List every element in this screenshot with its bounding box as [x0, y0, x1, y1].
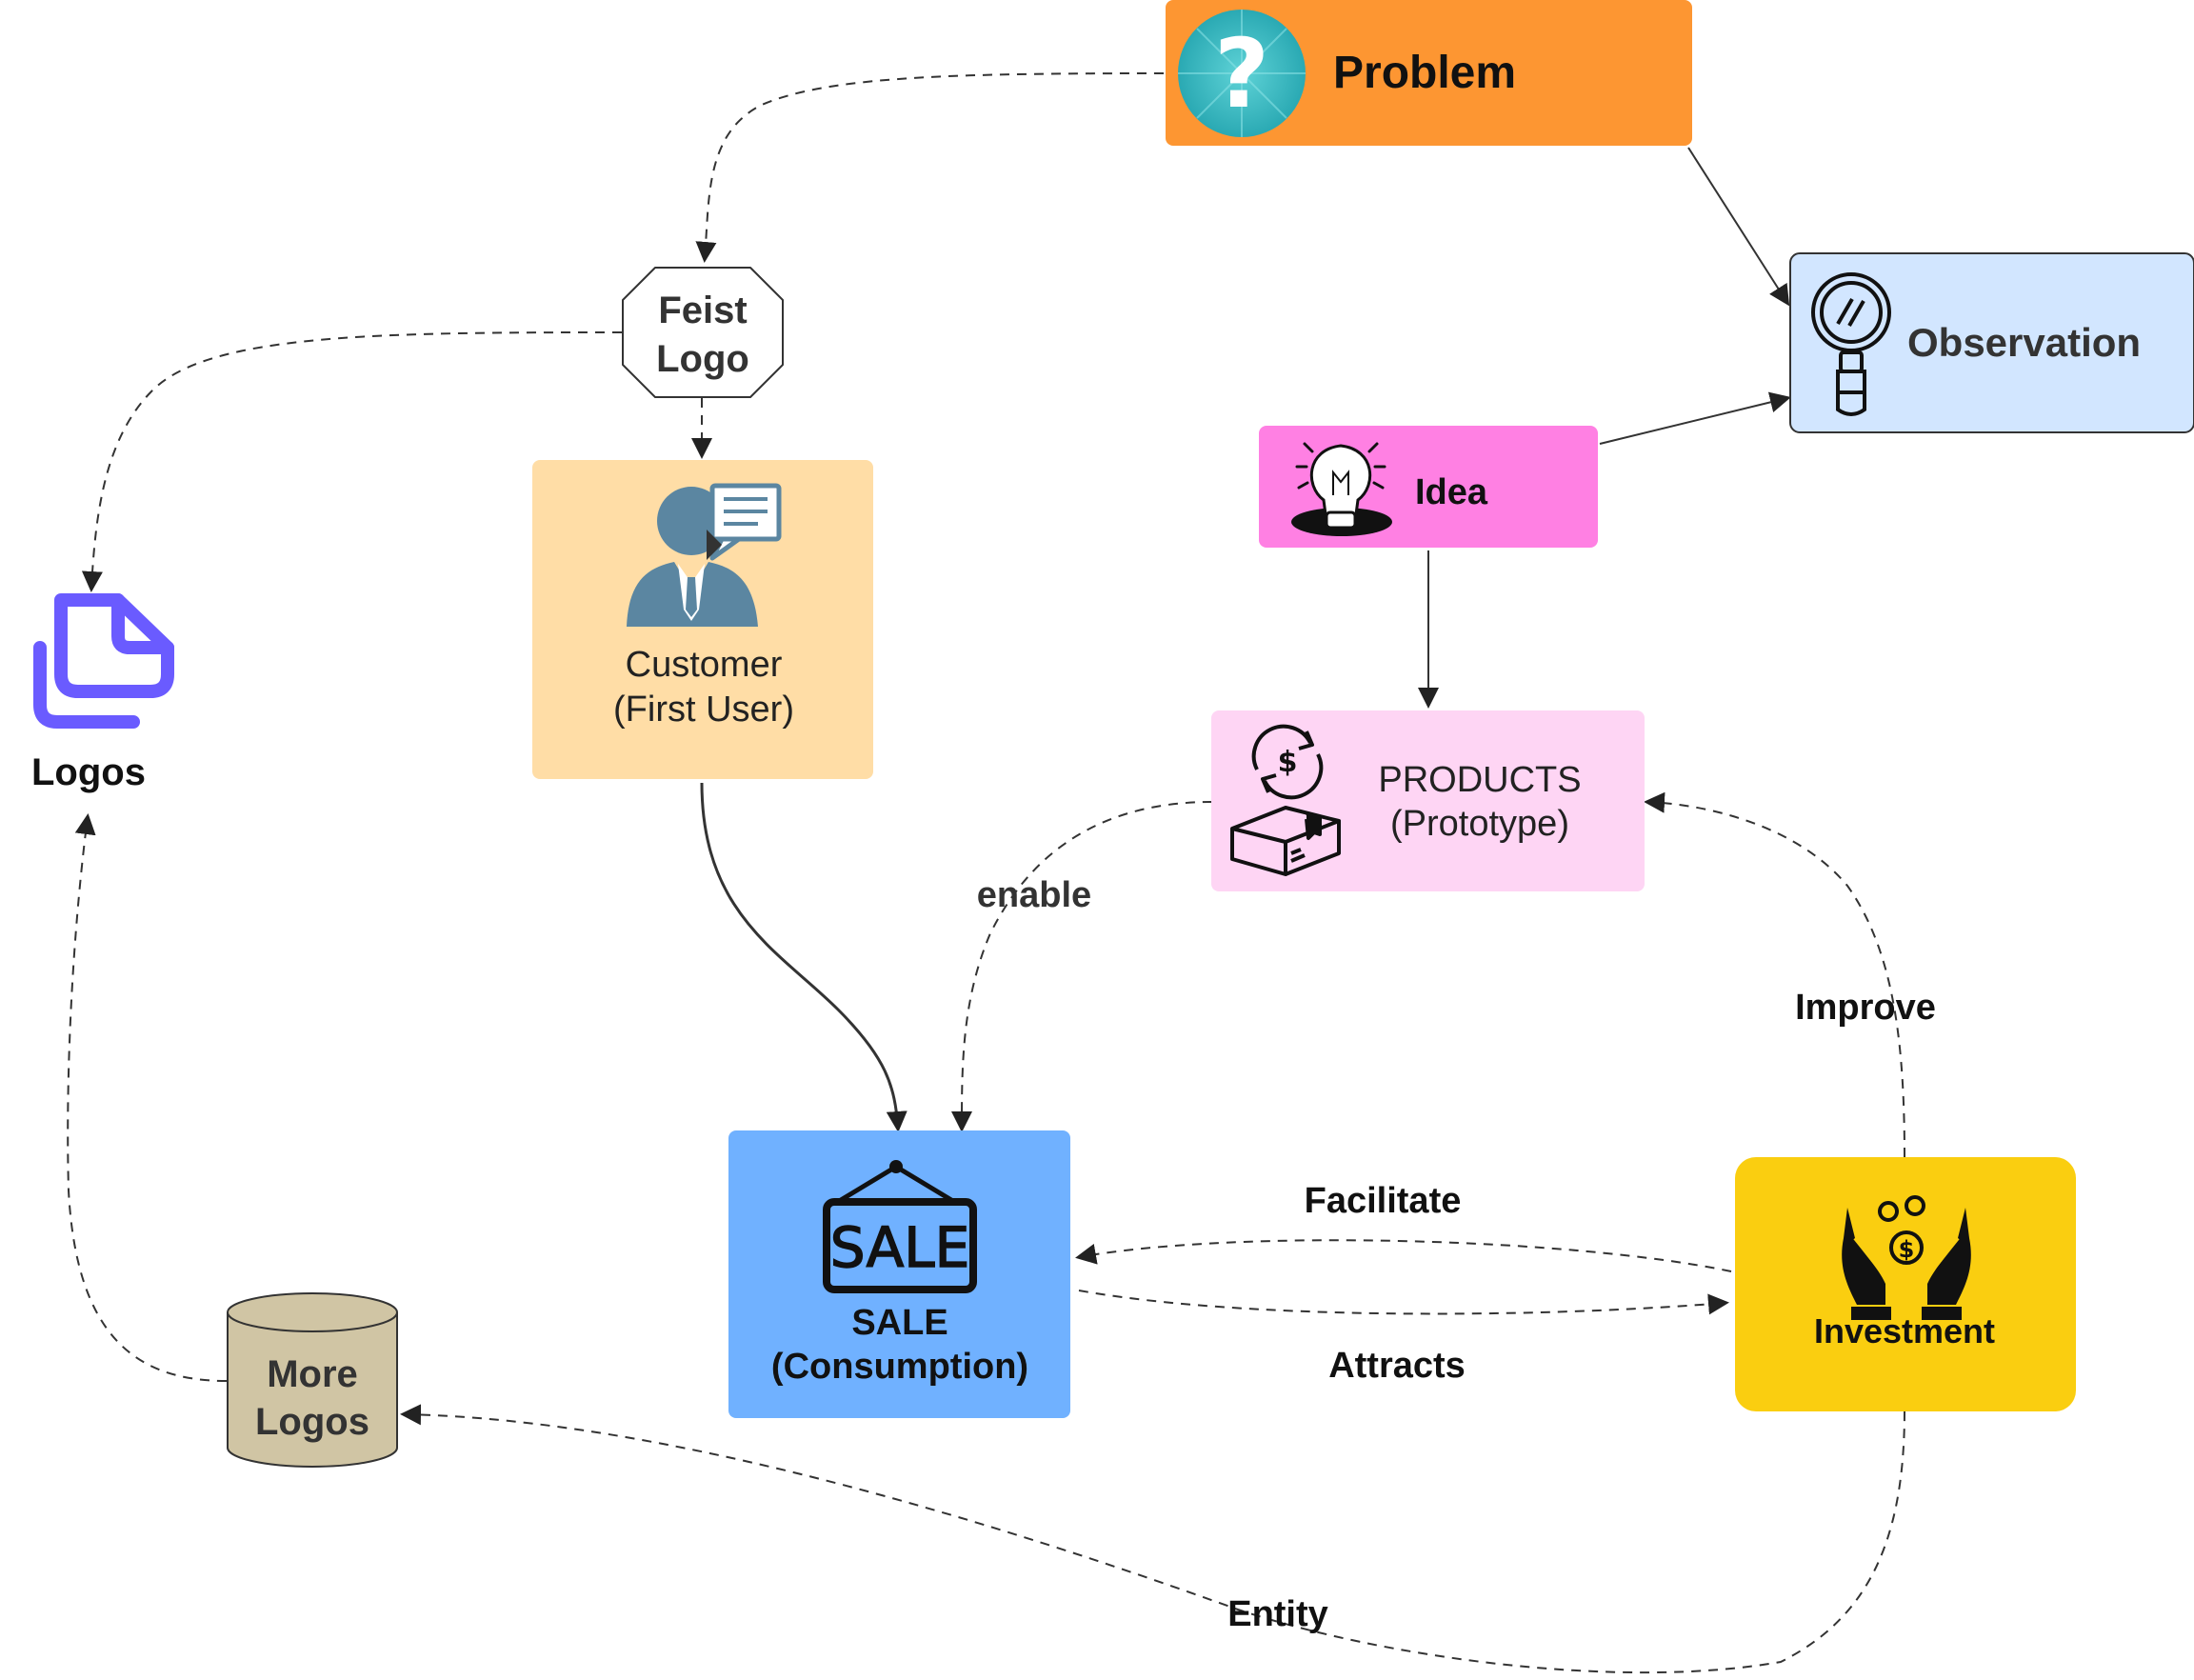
products-label-line2: (Prototype)	[1390, 804, 1569, 844]
sale-sign-icon: SALE	[823, 1160, 977, 1293]
more-logos-label-line1: More	[267, 1353, 358, 1395]
node-investment[interactable]: $ Investment	[1735, 1157, 2076, 1411]
observation-label: Observation	[1907, 320, 2141, 365]
more-logos-label-line2: Logos	[255, 1401, 369, 1443]
edge-label-attracts: Attracts	[1328, 1346, 1466, 1386]
node-idea[interactable]: Idea	[1259, 426, 1598, 548]
customer-label-line1: Customer	[626, 645, 783, 685]
node-customer[interactable]: Customer (First User)	[532, 460, 873, 779]
idea-label: Idea	[1415, 472, 1488, 512]
edge-investment-to-morelogos	[400, 1404, 1905, 1674]
customer-support-icon	[627, 483, 782, 627]
edge-label-improve: Improve	[1795, 988, 1936, 1028]
node-feist-logo[interactable]: Feist Logo	[622, 267, 784, 398]
edge-problem-to-observation	[1687, 147, 1790, 307]
sale-label-line2: (Consumption)	[771, 1347, 1028, 1387]
edge-customer-to-sale	[700, 782, 908, 1132]
edge-morelogos-to-logos	[67, 813, 228, 1382]
logos-label: Logos	[31, 751, 146, 793]
sale-label-line1: SALE	[851, 1303, 947, 1343]
edge-idea-to-observation	[1599, 391, 1791, 445]
node-observation[interactable]: Observation	[1789, 252, 2194, 433]
magnifying-glass-icon	[1811, 272, 1891, 416]
investment-label: Investment	[1814, 1311, 1995, 1350]
node-products[interactable]: $ PRODUCTS (Prototype)	[1211, 710, 1645, 891]
svg-text:$: $	[1899, 1236, 1915, 1263]
feist-logo-label-line1: Feist	[658, 290, 747, 331]
customer-label-line2: (First User)	[613, 690, 794, 730]
edge-feist-to-logos	[81, 331, 623, 592]
edge-problem-to-feist	[695, 72, 1165, 263]
edge-label-enable: enable	[977, 875, 1091, 915]
node-more-logos[interactable]: More Logos	[227, 1292, 398, 1468]
sale-sign-text: SALE	[830, 1215, 970, 1280]
edge-label-entity: Entity	[1227, 1594, 1328, 1634]
node-sale[interactable]: SALE SALE (Consumption)	[728, 1130, 1070, 1418]
edge-label-facilitate: Facilitate	[1305, 1181, 1462, 1221]
lightbulb-icon	[1291, 442, 1392, 536]
product-box-icon: $	[1230, 724, 1341, 876]
investment-hands-icon: $	[1842, 1195, 1971, 1320]
node-problem[interactable]: ? Problem	[1166, 0, 1692, 146]
node-logos[interactable]: Logos	[31, 593, 174, 793]
edge-investment-to-sale	[1075, 1239, 1732, 1272]
edges	[67, 72, 1905, 1674]
edge-products-to-sale	[951, 801, 1213, 1132]
question-mark-icon: ?	[1178, 10, 1306, 137]
svg-text:$: $	[1278, 746, 1298, 779]
edge-investment-to-products	[1644, 791, 1905, 1158]
svg-text:?: ?	[1214, 18, 1269, 130]
problem-label: Problem	[1333, 48, 1516, 98]
feist-logo-label-line2: Logo	[656, 338, 749, 380]
products-label-line1: PRODUCTS	[1378, 760, 1581, 800]
edge-sale-to-investment	[1078, 1290, 1729, 1315]
copy-files-icon	[33, 593, 174, 729]
